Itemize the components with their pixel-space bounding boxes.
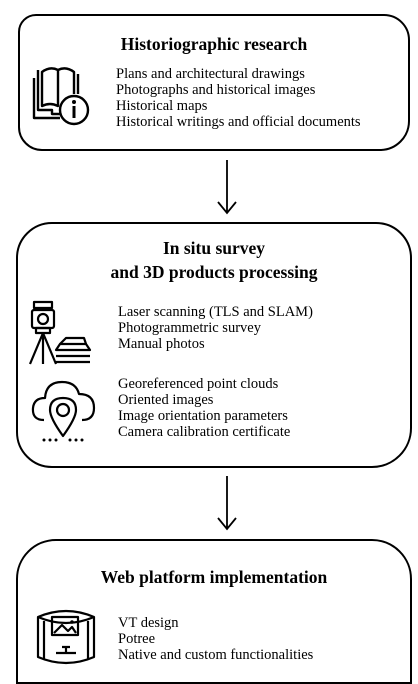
survey-items: Laser scanning (TLS and SLAM) Photogramm… [118,304,313,352]
down-arrow-icon [217,476,237,531]
list-item: Image orientation parameters [118,408,288,424]
book-info-icon [32,67,90,126]
list-item: VT design [118,615,179,631]
virtual-tour-icon [36,609,96,665]
list-item: Manual photos [118,336,205,352]
down-arrow-icon [217,160,237,215]
product-items: Georeferenced point clouds Oriented imag… [118,376,290,440]
list-item: Laser scanning (TLS and SLAM) [118,304,313,320]
list-item: Oriented images [118,392,214,408]
list-item: Historical maps [116,98,208,114]
survey-processing-box: In situ survey and 3D products processin… [16,222,412,468]
research-items: Plans and architectural drawings Photogr… [116,66,361,130]
historiographic-research-box: Historiographic research Plans and archi… [18,14,410,151]
section-title: Historiographic research [120,34,308,54]
list-item: Plans and architectural drawings [116,66,305,82]
list-item: Potree [118,631,156,647]
list-item: Camera calibration certificate [118,424,291,440]
section-title-line1: In situ survey [162,238,266,258]
list-item: Georeferenced point clouds [118,376,279,392]
section-title: Web platform implementation [100,567,328,587]
list-item: Photogrammetric survey [118,320,261,336]
cloud-location-icon [31,380,96,442]
list-item: Historical writings and official documen… [116,114,361,130]
list-item: Native and custom functionalities [118,647,314,663]
section-title-line2: and 3D products processing [110,262,318,282]
platform-items: VT design Potree Native and custom funct… [118,615,313,663]
web-platform-box: Web platform implementation VT design Po… [16,539,412,684]
list-item: Photographs and historical images [116,82,316,98]
total-station-icon [28,300,92,365]
